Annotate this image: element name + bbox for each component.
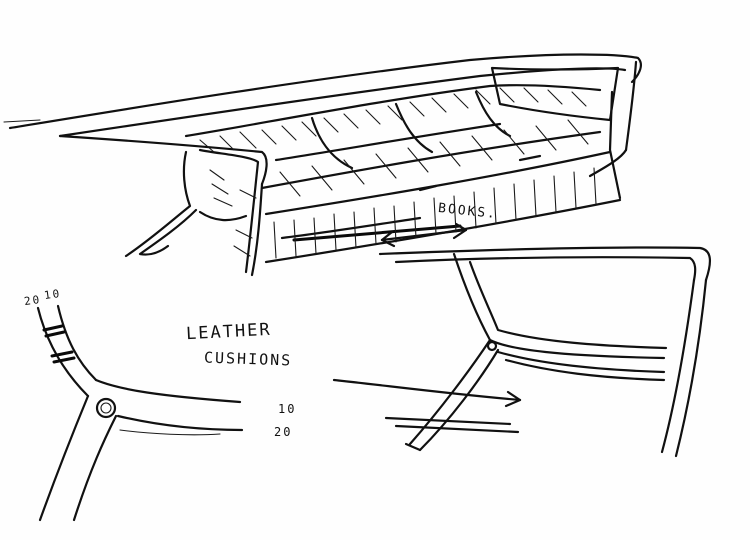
cushions-annotation: CUSHIONS xyxy=(203,348,293,370)
dimension-label: 20 xyxy=(23,292,43,309)
dimension-label: 20 xyxy=(274,425,293,439)
dimension-label: 10 xyxy=(43,286,63,303)
dimension-label: 10 xyxy=(278,402,297,416)
